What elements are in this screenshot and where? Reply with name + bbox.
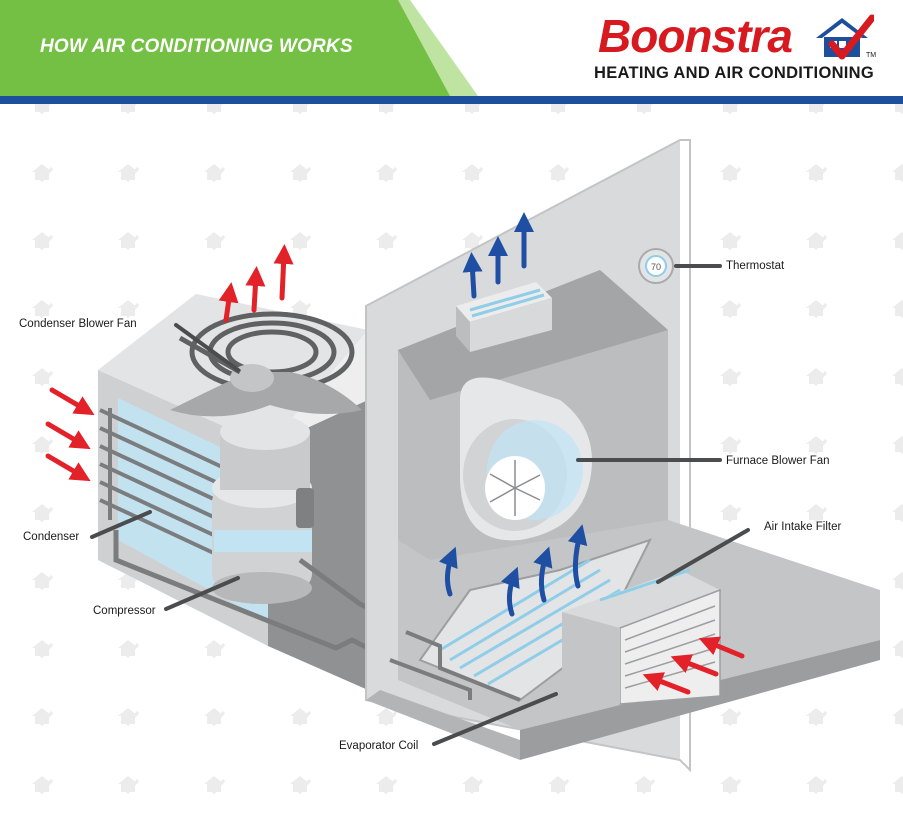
label-compressor: Compressor: [93, 605, 156, 617]
thermostat-reading: 70: [651, 262, 661, 272]
label-condenser: Condenser: [23, 531, 80, 543]
leader-lines: [90, 264, 750, 746]
label-air-intake-filter: Air Intake Filter: [764, 521, 842, 533]
label-furnace-blower-fan: Furnace Blower Fan: [726, 455, 830, 467]
furnace-blower-fan: [460, 377, 592, 541]
brand-tagline: HEATING AND AIR CONDITIONING: [594, 64, 875, 82]
header-band: [0, 0, 903, 104]
label-thermostat: Thermostat: [726, 260, 785, 272]
supply-vent: [456, 282, 552, 352]
label-condenser-blower-fan: Condenser Blower Fan: [19, 318, 137, 330]
trademark: TM: [866, 52, 877, 59]
compressor: [212, 414, 314, 604]
thermostat: 70: [638, 248, 674, 284]
brand-name: Boonstra: [598, 10, 793, 62]
header: HOW AIR CONDITIONING WORKS Boonstra TM H…: [0, 0, 903, 104]
ac-diagram: 70: [0, 104, 903, 839]
cool-air-arrows: [439, 212, 588, 617]
page-title: HOW AIR CONDITIONING WORKS: [40, 36, 353, 57]
house-checkmark-icon: [816, 14, 874, 60]
warm-air-arrows: [45, 244, 745, 695]
label-evaporator-coil: Evaporator Coil: [339, 740, 419, 752]
